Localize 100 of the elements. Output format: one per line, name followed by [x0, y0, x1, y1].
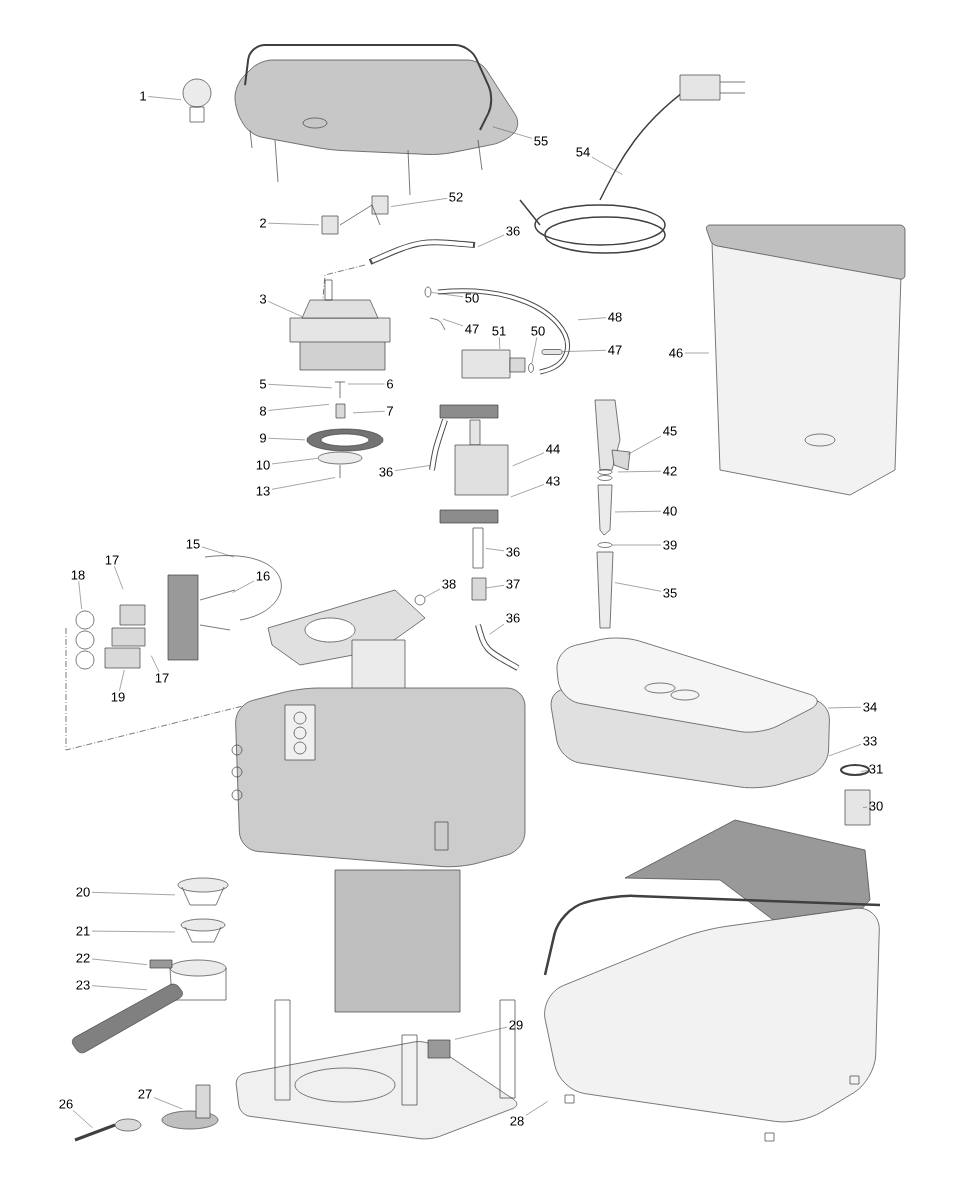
leader-line: [499, 337, 501, 350]
callout-number: 45: [663, 426, 677, 436]
callout-number: 36: [506, 226, 520, 236]
o-ring-drawing: [528, 363, 534, 373]
callout-number: 50: [531, 326, 545, 336]
callout-number: 47: [465, 324, 479, 334]
callout-number: 52: [449, 192, 463, 202]
leader-line: [347, 383, 385, 385]
leader-line: [510, 484, 545, 498]
callout-number: 6: [387, 379, 394, 389]
callout-number: 23: [76, 980, 90, 990]
callout-number: 10: [256, 460, 270, 470]
leader-line: [271, 458, 318, 465]
leader-line: [614, 510, 662, 513]
callout-number: 36: [506, 613, 520, 623]
leader-line: [627, 435, 662, 455]
callout-number: 28: [510, 1116, 524, 1126]
leader-line: [148, 96, 182, 100]
leader-line: [442, 318, 464, 327]
callout-number: 8: [259, 406, 267, 416]
leader-line: [489, 623, 505, 635]
callout-number: 21: [76, 926, 90, 936]
leader-line: [614, 582, 662, 592]
leader-line: [91, 958, 148, 965]
washer-drawing: [541, 349, 563, 355]
callout-number: 48: [608, 312, 622, 322]
leader-line: [591, 156, 623, 175]
leader-line: [684, 352, 710, 354]
callout-number: 17: [105, 555, 119, 565]
callout-number: 29: [509, 1020, 523, 1030]
callout-number: 34: [863, 702, 877, 712]
leader-line: [531, 337, 538, 364]
callout-number: 19: [111, 692, 125, 702]
callout-number: 30: [869, 801, 883, 811]
o-ring-drawing: [597, 542, 613, 548]
callout-number: 17: [155, 673, 169, 683]
callout-number: 38: [442, 579, 456, 589]
callout-number: 18: [71, 570, 85, 580]
clip-drawing: [414, 594, 426, 606]
leader-line: [119, 669, 125, 691]
callout-number: 33: [863, 736, 877, 746]
callout-number: 9: [260, 433, 266, 443]
callout-number: 44: [546, 444, 560, 454]
leader-line: [268, 301, 303, 317]
callout-number: 35: [663, 588, 677, 598]
callout-number: 16: [256, 571, 270, 581]
leader-line: [91, 985, 148, 991]
leader-line: [114, 565, 124, 590]
callout-number: 27: [138, 1089, 152, 1099]
leader-line: [151, 655, 160, 673]
callout-number: 37: [506, 579, 520, 589]
callout-number: 20: [76, 887, 90, 897]
callout-number: 46: [669, 348, 683, 358]
callout-number: 26: [59, 1099, 73, 1109]
leader-line: [72, 1110, 93, 1129]
callout-number: 22: [76, 953, 90, 963]
leader-line: [862, 806, 868, 808]
leader-line: [485, 548, 505, 552]
leader-line: [486, 585, 505, 589]
leader-line: [268, 438, 306, 441]
callout-number: 54: [576, 147, 590, 157]
leader-line: [268, 222, 320, 226]
callout-number: 1: [140, 91, 146, 101]
leader-line: [562, 350, 607, 352]
callout-number: 13: [256, 486, 270, 496]
leader-line: [78, 581, 82, 610]
callout-number: 31: [869, 764, 883, 774]
leader-line: [390, 198, 448, 207]
leader-line: [271, 477, 336, 490]
leader-line: [577, 317, 607, 321]
leader-line: [492, 126, 533, 139]
leader-line: [352, 411, 385, 414]
callout-number: 50: [465, 293, 479, 303]
leader-line: [612, 544, 662, 546]
callout-number: 39: [663, 540, 677, 550]
leader-line: [617, 470, 662, 473]
leader-line: [454, 1026, 508, 1040]
callout-number: 36: [379, 467, 393, 477]
leader-line: [424, 588, 441, 598]
callout-number: 40: [663, 506, 677, 516]
o-ring-drawing: [424, 286, 432, 298]
leader-line: [91, 930, 176, 933]
callout-number: 42: [663, 466, 677, 476]
callout-number: 15: [186, 539, 200, 549]
leader-line: [477, 234, 505, 248]
leader-line: [268, 404, 330, 411]
leader-line: [827, 706, 862, 709]
callout-number: 51: [492, 326, 506, 336]
callout-number: 7: [387, 406, 393, 416]
leader-line: [394, 465, 431, 471]
leader-line: [431, 292, 464, 298]
leader-line: [860, 770, 868, 772]
leader-line: [525, 1101, 548, 1116]
leader-line: [268, 384, 333, 389]
leader-line: [828, 744, 862, 757]
callout-number: 47: [608, 345, 622, 355]
callout-number: 36: [506, 547, 520, 557]
leader-line: [91, 892, 176, 896]
fitting-drawing: [471, 577, 487, 601]
callout-number: 2: [260, 218, 266, 228]
